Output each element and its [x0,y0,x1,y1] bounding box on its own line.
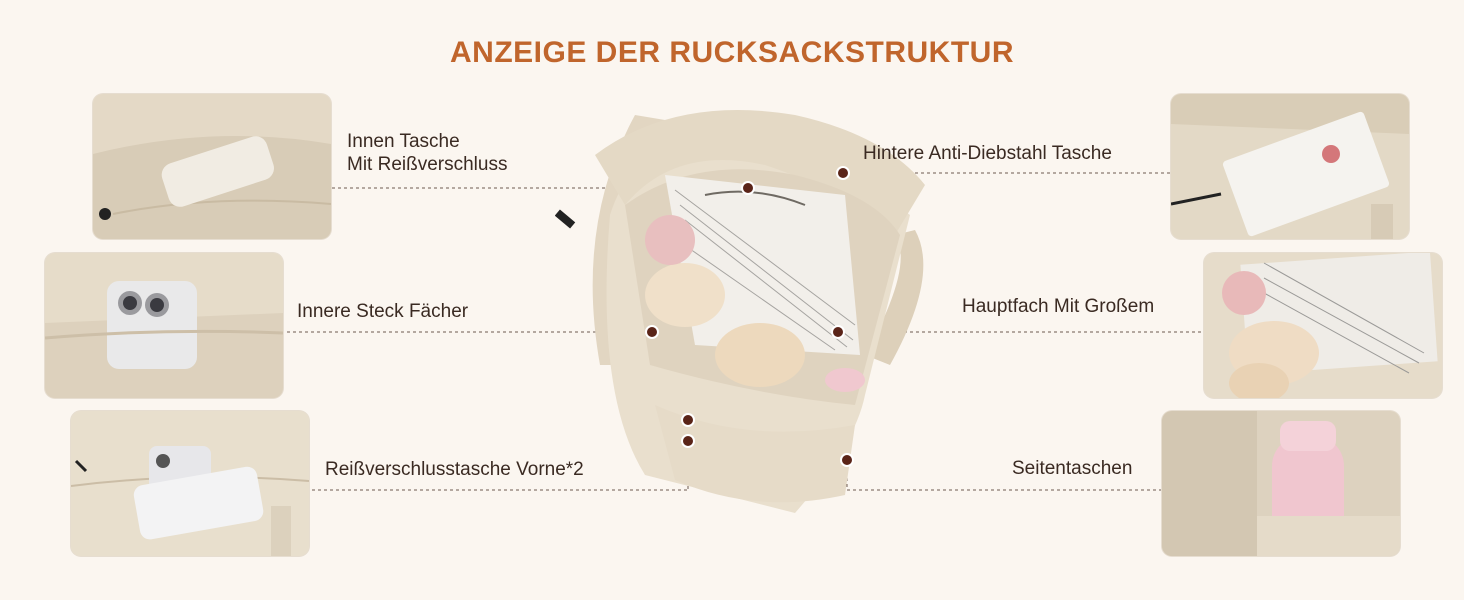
photo-back-antitheft-pocket [1171,94,1409,239]
photo-main-compartment [1204,253,1442,398]
label-back-antitheft: Hintere Anti-Diebstahl Tasche [863,143,1112,164]
label-main-compartment: Hauptfach Mit Großem [962,296,1155,317]
label-inner-zip-pocket: Innen Tasche Mit Reißverschluss [347,130,507,176]
page-title: ANZEIGE DER RUCKSACKSTRUKTUR [449,36,1014,69]
label-inner-slots: Innere Steck Fächer [297,301,469,322]
photo-inner-slot-pockets [45,253,283,398]
photo-inner-zip-pocket [93,94,331,239]
label-front-zip: Reißverschlusstasche Vorne*2 [325,459,584,480]
photo-side-pockets [1162,411,1400,556]
main-bag-image [555,110,925,513]
label-inner-zip-line1: Innen Tasche [347,131,460,152]
label-inner-zip-line2: Mit Reißverschluss [347,154,508,175]
label-side-pockets: Seitentaschen [1012,458,1133,479]
photo-front-zip-pockets [71,411,309,556]
